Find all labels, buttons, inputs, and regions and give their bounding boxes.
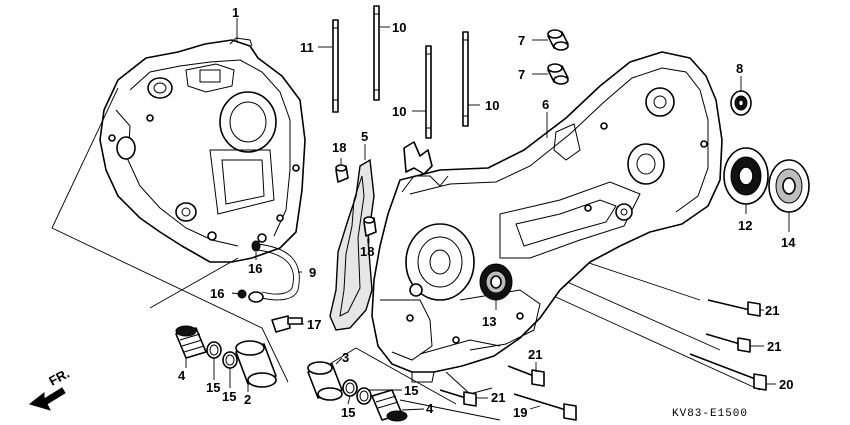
tube-clip-upper	[251, 240, 261, 252]
collar-7-upper	[547, 29, 569, 51]
bolt-21-lower-left	[439, 389, 477, 407]
callout-17: 17	[307, 317, 321, 332]
callout-16-upper: 16	[248, 261, 262, 276]
crankcase-gasket	[329, 158, 375, 331]
callout-4-lower: 4	[426, 401, 434, 416]
callout-11: 11	[300, 40, 314, 55]
stud-bolt-10-mid	[425, 45, 432, 139]
callout-10-top: 10	[392, 20, 406, 35]
front-direction-arrow: FR.	[28, 366, 72, 411]
bearing-14	[768, 159, 810, 213]
callout-3: 3	[342, 350, 349, 365]
callout-13: 13	[482, 314, 496, 329]
callout-10-mid: 10	[392, 104, 406, 119]
callout-7-lower: 7	[518, 67, 525, 82]
spring-4-lower	[371, 389, 408, 422]
dowel-pin-lower	[363, 216, 377, 237]
callout-9: 9	[309, 265, 316, 280]
callout-21-a: 21	[765, 303, 779, 318]
bolt-20	[689, 353, 767, 391]
callout-4-left: 4	[178, 368, 186, 383]
callout-20: 20	[779, 377, 793, 392]
bolt-21-upper-right	[707, 299, 761, 317]
tube-clip-lower	[237, 289, 264, 303]
bolt-21-lower-center	[507, 365, 545, 387]
left-crankcase-half	[371, 51, 723, 395]
callout-5: 5	[361, 129, 368, 144]
bolt-17	[271, 315, 303, 333]
callout-10-right: 10	[485, 98, 499, 113]
callout-21-b: 21	[767, 339, 781, 354]
callout-2: 2	[244, 392, 251, 407]
spring-4-left	[175, 325, 207, 359]
diagram-code: KV83-E1500	[672, 408, 748, 420]
callout-15-left-a: 15	[206, 380, 220, 395]
o-ring-15-left-b	[222, 351, 238, 369]
breather-tube-9	[257, 243, 300, 301]
bolt-21-mid-right	[705, 333, 751, 353]
o-ring-15-lower-b	[356, 387, 372, 405]
callout-18-upper: 18	[332, 140, 346, 155]
callout-16-lower: 16	[210, 286, 224, 301]
front-direction-label: FR.	[46, 366, 72, 389]
callout-12: 12	[738, 218, 752, 233]
callout-6: 6	[542, 97, 549, 112]
callout-1: 1	[232, 5, 239, 20]
cap-3	[307, 361, 343, 401]
right-crankcase-half	[99, 37, 306, 263]
callout-19: 19	[513, 405, 527, 420]
stud-bolt-10-right	[462, 31, 469, 127]
callout-14: 14	[781, 235, 796, 250]
oil-seal-8	[730, 90, 752, 116]
callout-8: 8	[736, 61, 743, 76]
o-ring-15-lower-a	[342, 379, 358, 397]
callout-18-lower: 18	[360, 244, 374, 259]
collar-7-lower	[547, 63, 569, 85]
callout-21-d: 21	[491, 390, 505, 405]
callout-15-left-b: 15	[222, 389, 236, 404]
dowel-pin-upper	[335, 164, 349, 183]
o-ring-15-left-a	[206, 341, 222, 359]
cap-2	[235, 340, 277, 388]
callout-21-c: 21	[528, 347, 542, 362]
bolt-19	[513, 393, 577, 421]
callout-15-lower-a: 15	[404, 383, 418, 398]
stud-bolt-10-top	[373, 5, 380, 101]
callout-7-upper: 7	[518, 33, 525, 48]
bearing-12	[723, 147, 769, 205]
callout-15-lower-b: 15	[341, 405, 355, 420]
callout-labels: 1 11 10 10 10 7 7 6 8 12 14 5 18 18 9 16…	[178, 5, 796, 420]
stud-bolt-11	[332, 19, 339, 113]
oil-seal-13	[479, 263, 513, 301]
leader-lines	[185, 18, 790, 411]
